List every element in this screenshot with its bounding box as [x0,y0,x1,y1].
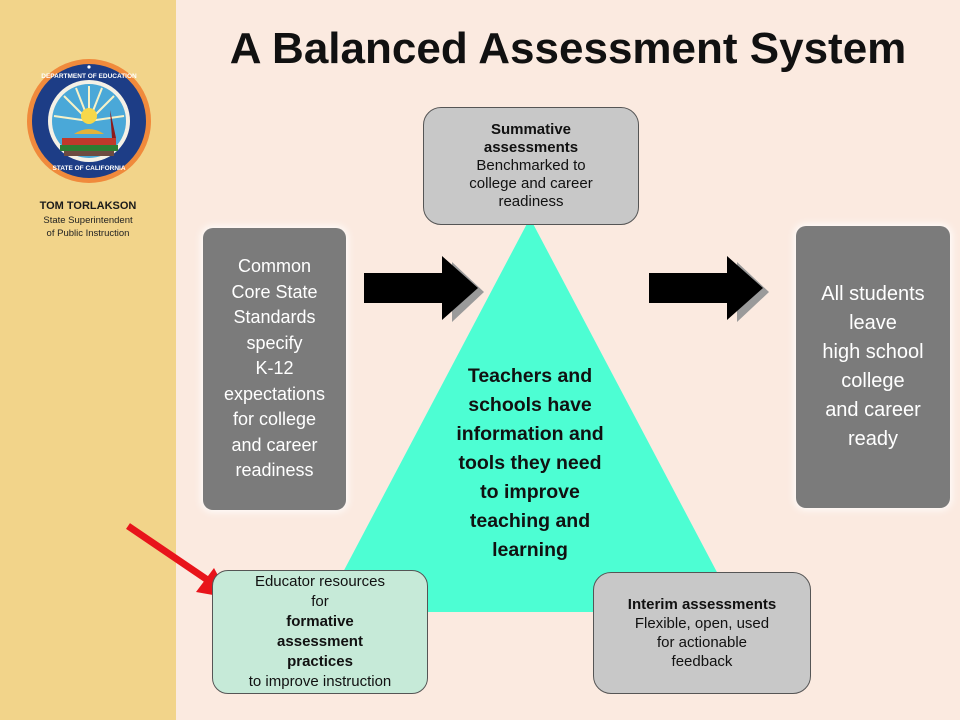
common-core-standards-box: Common Core State Standards specify K-12… [203,228,346,510]
summative-text-1: Benchmarked to [476,157,586,174]
right-arrow-icon [364,256,484,322]
center-text-3: information and [456,423,604,445]
outcome-text-5: and career [825,399,921,421]
center-text-5: to improve [480,481,580,503]
summative-assessments-box: Summative assessments Benchmarked to col… [423,107,639,225]
standards-text-9: readiness [235,460,314,481]
outcome-text-4: college [841,370,905,392]
interim-heading: Interim assessments [627,596,777,613]
student-outcome-box: All students leave high school college a… [796,226,950,508]
seal-text-top: DEPARTMENT OF EDUCATION [41,73,137,80]
center-text-1: Teachers and [467,365,593,387]
interim-text-1: Flexible, open, used [634,615,770,632]
interim-text-3: feedback [671,653,733,670]
educator-bold-2: assessment [277,633,363,650]
outcome-text-1: All students [821,283,925,305]
superintendent-name: TOM TORLAKSON [39,200,137,212]
summative-text-2: college and career [469,175,593,192]
sidebar: DEPARTMENT OF EDUCATION STATE OF CALIFOR… [0,0,176,720]
superintendent-role-line1: State Superintendent [43,215,133,226]
standards-text-7: for college [232,409,317,430]
standards-text-4: specify [246,332,303,353]
center-text-2: schools have [468,394,592,416]
educator-bold-3: practices [287,653,353,670]
outcome-text-6: ready [847,428,899,450]
state-seal-icon: DEPARTMENT OF EDUCATION STATE OF CALIFOR… [27,59,151,183]
right-arrow-icon [649,256,769,322]
standards-text-3: Standards [233,307,316,328]
interim-assessments-box: Interim assessments Flexible, open, used… [593,572,811,694]
summative-heading-2: assessments [483,139,579,156]
triangle-center-text: Teachers and schools have information an… [428,362,632,565]
page-title: A Balanced Assessment System [229,24,907,73]
seal-text-bottom: STATE OF CALIFORNIA [52,165,125,172]
educator-bold-1: formative [286,613,354,630]
interim-text-2: for actionable [656,634,748,651]
summative-text-3: readiness [498,193,564,210]
standards-text-2: Core State [231,281,318,302]
educator-text-3: to improve instruction [248,673,392,690]
outcome-text-2: leave [849,312,897,334]
standards-text-5: K-12 [255,358,294,379]
superintendent-role-line2: of Public Instruction [46,228,130,239]
center-text-4: tools they need [458,452,602,474]
standards-text-8: and career [231,434,318,455]
standards-text-6: expectations [223,383,326,404]
center-text-6: teaching and [469,510,591,532]
center-text-7: learning [492,539,568,561]
summative-heading-1: Summative [490,121,572,138]
educator-text-1: Educator resources [254,573,386,590]
standards-text-1: Common [237,256,312,277]
educator-text-2: for [311,593,329,610]
educator-resources-box: Educator resources for formative assessm… [212,570,428,694]
outcome-text-3: high school [822,341,924,363]
assessment-triangle [322,218,738,612]
